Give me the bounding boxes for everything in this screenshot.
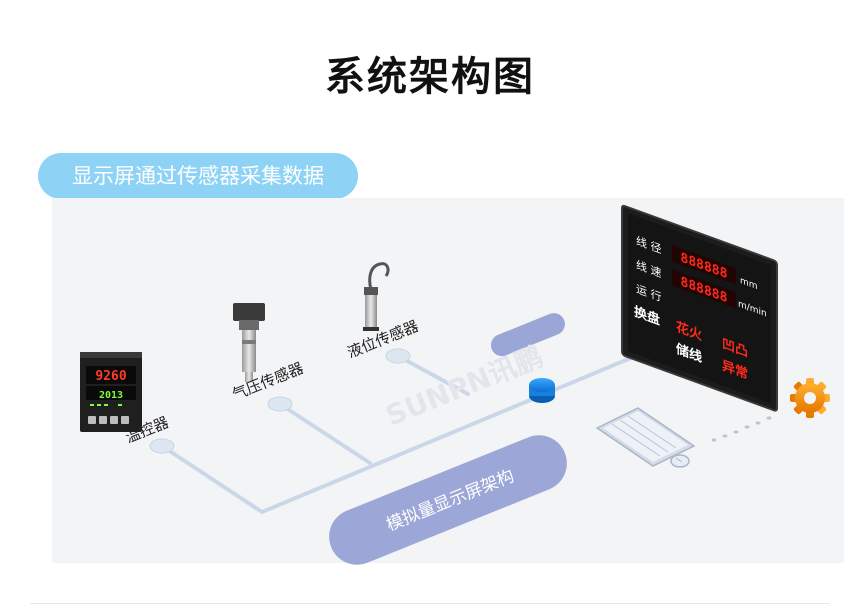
hub-node-icon	[529, 378, 555, 403]
decorative-bar	[490, 313, 565, 357]
temperature-readout-bottom: 2013	[99, 390, 123, 401]
pressure-sensor-label: 气压传感器	[230, 359, 306, 404]
page-title: 系统架构图	[325, 54, 535, 100]
architecture-label-pill: 模拟量显示屏架构	[329, 435, 567, 565]
section-badge: 显示屏通过传感器采集数据	[38, 153, 358, 199]
connection-lines	[160, 348, 652, 514]
led-display-board: 线 径 线 速 运 行 888888 888888 mm m/min 换盘 花火…	[621, 204, 778, 412]
dotted-link	[711, 416, 772, 442]
temperature-controller-device: 9260 2013	[80, 352, 142, 432]
bottom-divider	[30, 603, 830, 604]
mouse-icon	[670, 454, 690, 468]
temperature-readout-top: 9260	[95, 369, 126, 384]
gear-icon	[790, 378, 830, 418]
level-sensor-device	[363, 262, 390, 331]
keyboard-icon	[595, 407, 696, 467]
pressure-sensor-device	[233, 303, 265, 382]
